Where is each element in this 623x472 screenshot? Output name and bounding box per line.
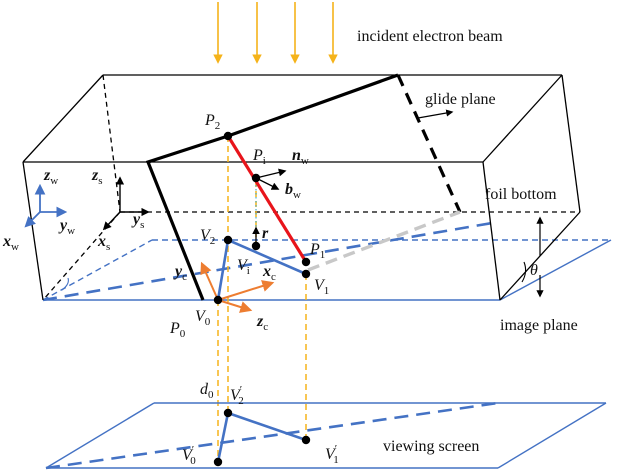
point-Vi: [251, 241, 261, 251]
projection-lines: [217, 136, 307, 462]
viewing-screen-label: viewing screen: [383, 438, 479, 455]
point-V1-prime: [301, 435, 311, 445]
point-V2: [223, 235, 233, 245]
label-V2-prime: V′2: [230, 384, 244, 407]
point-Pi: [251, 173, 261, 183]
label-zw: zw: [43, 167, 58, 187]
screen-trace: [45, 401, 499, 470]
label-zs: zs: [91, 167, 103, 187]
world-axes: [24, 183, 68, 228]
label-Vi: Vi: [237, 257, 250, 277]
label-bw: bw: [285, 181, 301, 201]
viewing-screen: [45, 402, 607, 469]
label-P0: P0: [169, 320, 186, 340]
foil-box: [22, 74, 581, 301]
label-d0: d0: [200, 381, 214, 401]
label-r: r: [262, 225, 269, 242]
image-plane-label: image plane: [500, 317, 578, 334]
nw-arrow: [255, 168, 287, 179]
theta-label: θ: [530, 262, 538, 279]
label-xs: xs: [97, 233, 110, 253]
glide-normal-arrow: [417, 109, 454, 119]
label-ys: ys: [131, 211, 144, 231]
label-xw: xw: [2, 233, 19, 253]
point-P2: [223, 131, 233, 141]
xc-axis-arrow: [217, 280, 275, 301]
label-P1: P1: [309, 241, 325, 261]
projected-dislocation: [216, 238, 307, 301]
point-V2-prime: [223, 408, 233, 418]
image-plane: [42, 239, 612, 301]
dislocation-line: [226, 135, 308, 263]
foil-bottom-label: foil bottom: [485, 186, 557, 203]
label-nw: nw: [292, 147, 309, 167]
image-plane-trace: [42, 220, 499, 302]
small-angle-arc: [61, 277, 69, 291]
glide-plane-label: glide plane: [425, 91, 496, 108]
incident-beam-arrows: [213, 2, 338, 64]
screen-dislocation: [216, 411, 307, 463]
label-V2: V2: [200, 227, 215, 247]
glide-plane: [145, 73, 462, 301]
points: [213, 131, 311, 467]
label-xc: xc: [262, 263, 276, 283]
label-yc: yc: [173, 263, 187, 283]
incident-beam-label: incident electron beam: [357, 28, 503, 45]
specimen-axes: [102, 176, 150, 231]
label-yw: yw: [58, 217, 75, 237]
label-V0: V0: [195, 308, 211, 328]
yc-axis-arrow: [200, 261, 219, 301]
label-P2: P2: [204, 112, 220, 132]
theta-arc: [521, 261, 527, 283]
label-V1: V1: [314, 277, 329, 297]
point-V0: [213, 295, 223, 305]
label-V0-prime: V′0: [182, 444, 196, 467]
label-V1-prime: V′1: [325, 443, 339, 466]
glide-projection-gray: [307, 210, 461, 272]
label-Pi: Pi: [252, 147, 266, 167]
point-V1: [301, 269, 311, 279]
point-P1: [301, 257, 311, 267]
point-V0-prime: [213, 457, 223, 467]
label-zc: zc: [256, 313, 268, 333]
zc-axis-arrow: [217, 299, 253, 313]
